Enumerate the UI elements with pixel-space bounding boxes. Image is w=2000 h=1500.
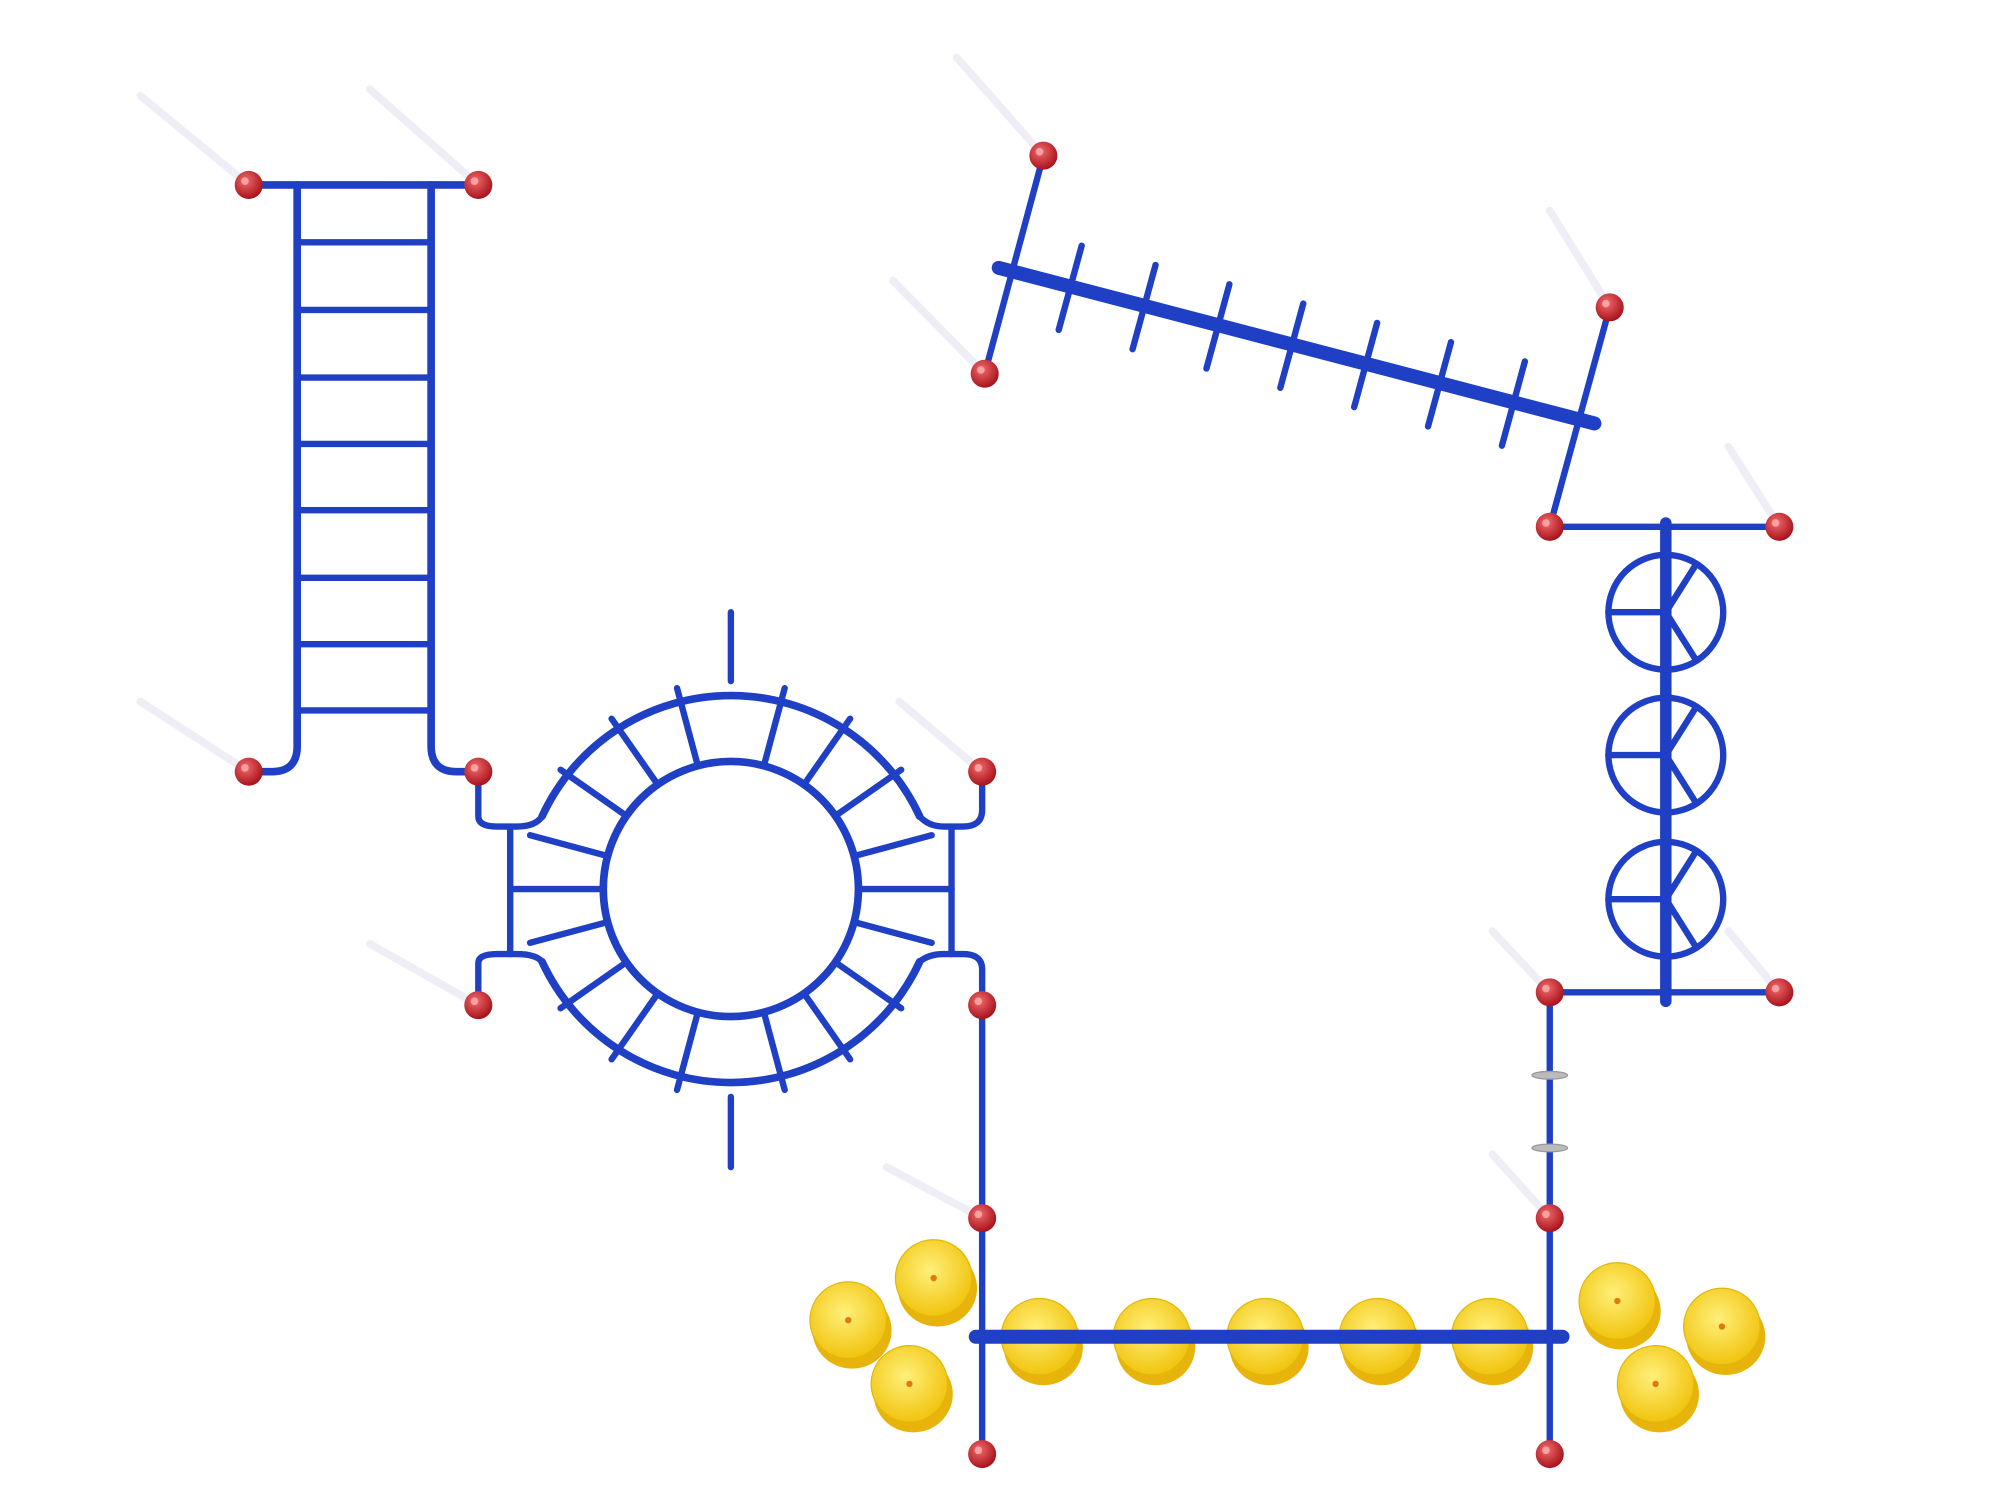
post-cap	[1535, 978, 1564, 1007]
disc-center-dot	[845, 1316, 852, 1324]
post-cap	[1535, 1204, 1564, 1233]
post-cap-highlight	[241, 764, 249, 772]
ring-spoke	[760, 1009, 788, 1094]
ring-spoke	[760, 685, 788, 770]
post-cap-highlight	[977, 366, 985, 374]
ring-spoke	[608, 715, 661, 788]
ring-climber	[475, 609, 986, 1171]
post-cap-highlight	[470, 764, 479, 772]
ring-spoke	[526, 832, 611, 860]
disc-center-dot	[930, 1274, 937, 1282]
ring-spoke	[800, 990, 854, 1063]
post-cap	[234, 170, 263, 199]
post-cap	[234, 757, 263, 786]
disc-center-dot	[1652, 1380, 1659, 1388]
post-caps	[234, 141, 1794, 1469]
post-cap	[1029, 141, 1058, 170]
post-cap-highlight	[974, 997, 983, 1006]
ring-spoke	[557, 766, 630, 820]
shadows	[136, 53, 1784, 1222]
post-cap	[968, 757, 997, 786]
ring-spoke	[832, 959, 905, 1012]
post-cap	[1535, 1440, 1564, 1469]
post-cap	[1535, 512, 1564, 541]
climbing-bar-tick	[1277, 300, 1307, 391]
climbing-bar-tick	[1055, 242, 1085, 334]
ring-spoke	[526, 918, 611, 947]
ring-panel	[1546, 517, 1783, 1008]
post-cap-highlight	[1771, 984, 1780, 993]
ring-spoke	[850, 918, 935, 947]
post-cap-highlight	[241, 177, 249, 185]
post-cap-highlight	[1542, 1446, 1550, 1455]
ring-spoke	[608, 990, 661, 1063]
post-cap-highlight	[974, 1446, 983, 1455]
post-cap-highlight	[1542, 519, 1550, 527]
post-cap-highlight	[470, 997, 479, 1006]
wheel-spoke	[1662, 847, 1700, 903]
ring-spoke	[557, 959, 630, 1012]
ring-spoke	[800, 715, 854, 788]
horizontal-ladder	[244, 181, 483, 776]
post-cap	[464, 991, 493, 1020]
stepping-discs	[809, 1239, 1766, 1433]
climbing-bar-tick	[1129, 261, 1159, 353]
post-cap	[464, 170, 493, 199]
wheel-spoke	[1662, 703, 1700, 759]
wheel-spoke	[1662, 751, 1700, 807]
post-cap	[1765, 512, 1794, 541]
post-cap-highlight	[974, 764, 983, 772]
wheel-spoke	[1662, 896, 1700, 951]
post-cap-highlight	[1771, 519, 1780, 527]
post-cap-highlight	[974, 1210, 983, 1219]
post-cap	[968, 1440, 997, 1469]
angled-climbing-bar	[981, 152, 1613, 530]
post-cap-highlight	[1542, 984, 1550, 993]
post-cap	[970, 359, 999, 388]
stepper-frame	[978, 989, 1569, 1458]
ring-spoke	[832, 766, 905, 820]
post-cap-highlight	[1602, 299, 1610, 308]
ring-spoke	[673, 685, 702, 770]
post-cap	[968, 991, 997, 1020]
disc-center-dot	[1614, 1297, 1621, 1305]
post-cap	[1595, 293, 1624, 322]
post-cap-highlight	[1035, 147, 1044, 156]
post-cap	[464, 757, 493, 786]
climbing-bar-tick	[1498, 358, 1529, 449]
disc-center-dot	[906, 1380, 913, 1388]
post-cap	[968, 1204, 997, 1233]
ring-spoke	[673, 1009, 702, 1094]
climbing-bar-tick	[1424, 339, 1455, 430]
disc-center-dot	[1718, 1323, 1726, 1330]
post-cap-highlight	[1542, 1210, 1550, 1219]
post-cap	[1765, 978, 1794, 1007]
wheel-spoke	[1662, 609, 1700, 664]
post-cap-highlight	[470, 177, 479, 185]
climbing-bar-tick	[1203, 281, 1233, 372]
wheel-spoke	[1662, 560, 1700, 616]
climbing-bar-tick	[1350, 319, 1381, 411]
ring-spoke	[850, 832, 935, 860]
